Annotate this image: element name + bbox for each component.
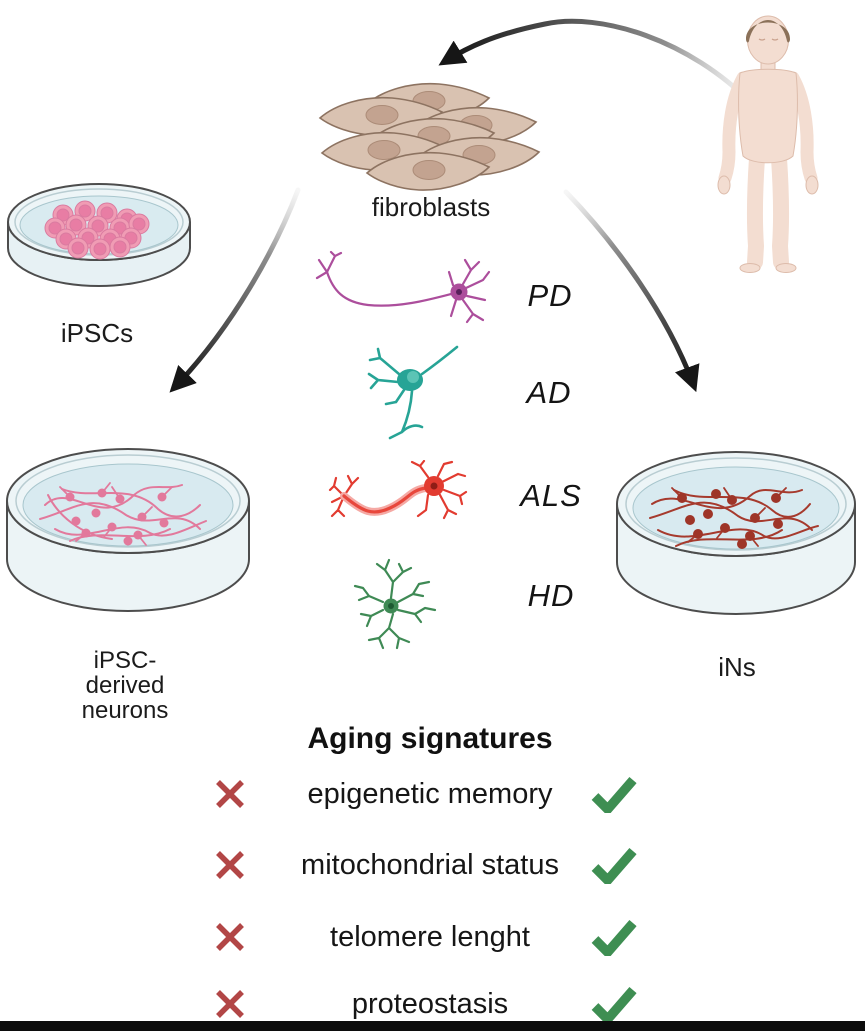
- cross-icon: [216, 780, 244, 808]
- hd-neuron-icon: [353, 558, 437, 650]
- ins-dish-icon: [616, 451, 856, 615]
- ipscs-dish-icon: [7, 183, 191, 287]
- bottom-border-bar: [0, 1021, 865, 1031]
- ins-label: iNs: [718, 652, 756, 682]
- ipscs-label: iPSCs: [60, 318, 134, 348]
- ipsc-colony: [44, 200, 150, 260]
- check-icon: [591, 847, 637, 884]
- als-neuron-icon: [328, 460, 468, 520]
- als-label: ALS: [520, 478, 582, 513]
- hd-label: HD: [527, 578, 575, 613]
- signature-row: telomere lenght: [212, 917, 648, 957]
- ipsc-neurons-dish-icon: [6, 448, 250, 612]
- arrow-person-to-fibroblasts-icon: [438, 18, 755, 107]
- pd-neuron-icon: [315, 250, 491, 324]
- fibroblasts-label: fibroblasts: [371, 192, 491, 222]
- check-icon: [591, 919, 637, 956]
- cross-icon: [216, 990, 244, 1018]
- signature-label: epigenetic memory: [307, 777, 553, 810]
- check-icon: [591, 986, 637, 1023]
- signature-label: telomere lenght: [330, 920, 530, 953]
- signature-label: proteostasis: [351, 987, 509, 1020]
- red-neuron-network: [649, 487, 819, 549]
- signature-row: epigenetic memory: [212, 774, 648, 814]
- aging-signatures-title: Aging signatures: [307, 722, 553, 755]
- human-figure-icon: [717, 15, 819, 273]
- pink-neuron-network: [39, 482, 207, 546]
- ipsc-derived-neurons-label: iPSC- derived neurons: [81, 647, 169, 724]
- cross-icon: [216, 851, 244, 879]
- signature-row: mitochondrial status: [212, 845, 648, 885]
- signature-label: mitochondrial status: [301, 848, 559, 881]
- ad-neuron-icon: [367, 345, 459, 440]
- ad-label: AD: [526, 375, 572, 410]
- check-icon: [591, 776, 637, 813]
- cross-icon: [216, 923, 244, 951]
- pd-label: PD: [527, 278, 573, 313]
- fibroblasts-icon: [319, 82, 540, 191]
- arrow-fibroblasts-to-ins-icon: [563, 189, 700, 393]
- signature-row: proteostasis: [212, 984, 648, 1024]
- arrow-fibroblasts-to-ipsc-neurons-icon: [169, 187, 301, 393]
